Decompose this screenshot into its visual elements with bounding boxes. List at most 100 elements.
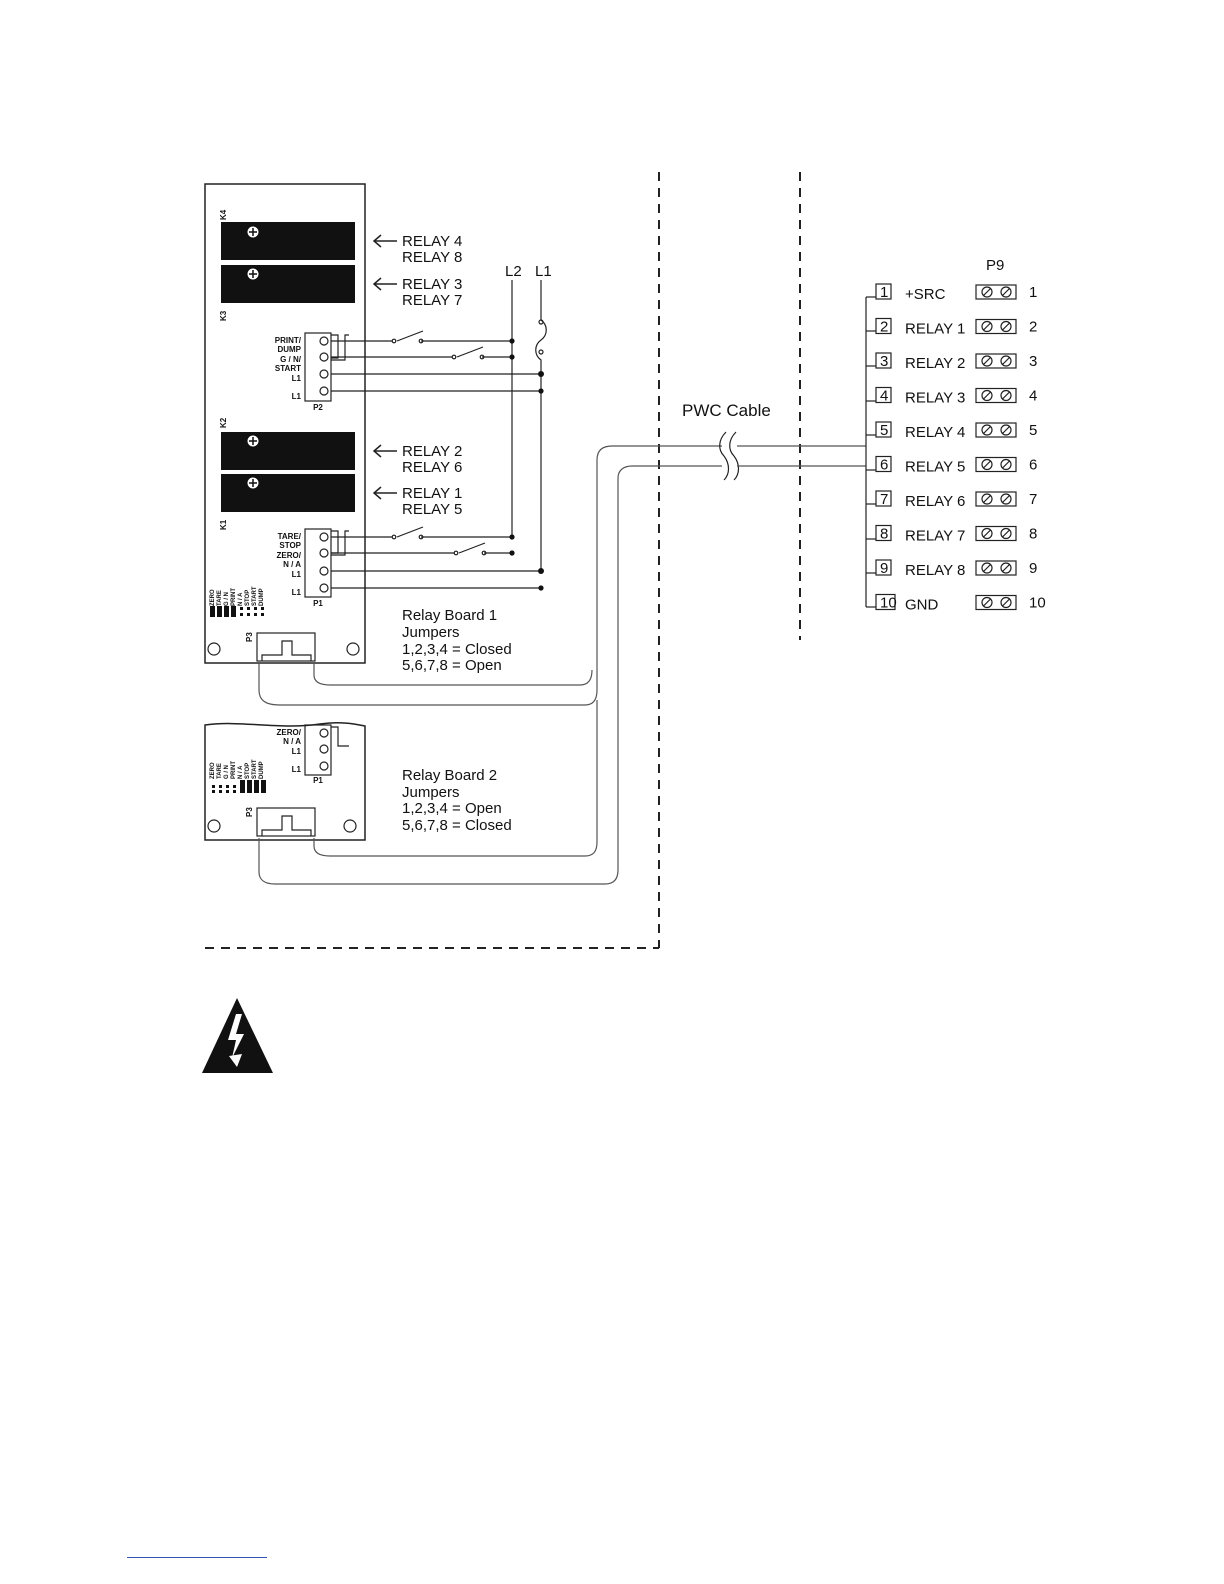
- jumper-block: [210, 606, 264, 617]
- svg-text:ZERO: ZERO: [210, 589, 216, 606]
- terminal-label: GND: [905, 597, 939, 614]
- screw-icon: [981, 286, 993, 298]
- p1-pin-label: N / A: [283, 560, 301, 569]
- svg-text:ZERO: ZERO: [210, 762, 216, 779]
- terminal-number: 4: [880, 388, 888, 405]
- power-line-label: L1: [535, 263, 552, 280]
- terminal-label: RELAY 1: [905, 321, 965, 338]
- screw-icon: [981, 562, 993, 574]
- svg-text:STOP: STOP: [245, 763, 251, 779]
- svg-text:PRINT: PRINT: [231, 761, 237, 779]
- relay-screw-icons: [247, 226, 259, 489]
- screw-icon: [1000, 527, 1012, 540]
- screw-terminal-icon: [975, 353, 1017, 369]
- svg-text:TARE: TARE: [217, 763, 223, 779]
- relay-board-2-caption: Relay Board 2 Jumpers 1,2,3,4 = Open 5,6…: [402, 767, 512, 834]
- screw-icon: [1000, 562, 1012, 574]
- screw-icon: [1000, 389, 1012, 402]
- p2-connector: [304, 332, 332, 402]
- p1-pin-label: STOP: [279, 541, 301, 550]
- fuse-symbol: [535, 280, 547, 573]
- p1-pin-label: L1: [292, 570, 302, 579]
- p2-pin-label: L1: [292, 374, 302, 383]
- terminal-number-box: [875, 283, 892, 300]
- terminal-label: RELAY 3: [905, 390, 965, 407]
- terminal-row: 4 RELAY 3 4: [875, 386, 1037, 407]
- relay-id-k4: K4: [219, 209, 228, 220]
- terminal-number: 6: [880, 457, 888, 474]
- mounting-hole: [343, 819, 357, 833]
- p2-connector-name: P2: [313, 403, 323, 412]
- p1-pin-label: ZERO/: [277, 551, 302, 560]
- relay-label: RELAY 2: [402, 443, 462, 460]
- terminal-number-box: [875, 490, 892, 507]
- screw-icon: [1000, 493, 1012, 505]
- terminal-label: RELAY 4: [905, 424, 965, 441]
- screw-icon: [1000, 286, 1012, 298]
- screw-terminal-icon: [975, 525, 1017, 542]
- relay-label: RELAY 3: [402, 276, 462, 293]
- p1-pin-label: ZERO/: [277, 728, 302, 737]
- terminal-pin-number: 2: [1029, 319, 1037, 336]
- terminal-pin-number: 4: [1029, 388, 1037, 405]
- relay-label: RELAY 7: [402, 292, 462, 309]
- screw-icon: [981, 458, 993, 471]
- screw-terminal-icon: [975, 318, 1017, 335]
- terminal-label: RELAY 2: [905, 355, 965, 372]
- terminal-number: 9: [880, 560, 888, 577]
- svg-text:G / N: G / N: [224, 592, 230, 606]
- relay-board-2: ZERO/ N / A L1 L1 P1 ZERO TARE G / N PRI…: [204, 722, 366, 841]
- p1-pin-label: L1: [292, 765, 302, 774]
- svg-text:TARE: TARE: [217, 590, 223, 606]
- p1-pin-label: N / A: [283, 737, 301, 746]
- svg-text:N / A: N / A: [238, 592, 244, 606]
- relay-label: RELAY 8: [402, 249, 462, 266]
- screw-icon: [981, 527, 993, 540]
- svg-text:STOP: STOP: [245, 590, 251, 606]
- terminal-pin-number: 3: [1029, 353, 1037, 370]
- terminal-block-p9: P9: [865, 257, 1004, 608]
- screw-icon: [1000, 320, 1012, 333]
- svg-text:Jumpers: Jumpers: [402, 784, 460, 801]
- svg-text:1,2,3,4 = Closed: 1,2,3,4 = Closed: [402, 641, 512, 658]
- relay-board-1-caption: Relay Board 1 Jumpers 1,2,3,4 = Closed 5…: [402, 607, 512, 674]
- terminal-pin-number: 6: [1029, 457, 1037, 474]
- terminal-number: 2: [880, 319, 888, 336]
- screw-terminal-icon: [975, 387, 1017, 404]
- screw-icon: [1000, 458, 1012, 471]
- relay-board-1: K4 K3 K2 K1 PRINT/ DUMP G / N/ START L1 …: [204, 183, 366, 664]
- terminal-pin-number: 1: [1029, 284, 1037, 301]
- jumper-labels: ZERO TARE G / N PRINT N / A STOP START D…: [210, 759, 265, 779]
- p3-connector: [256, 807, 316, 837]
- svg-text:5,6,7,8 = Closed: 5,6,7,8 = Closed: [402, 817, 512, 834]
- svg-text:5,6,7,8 = Open: 5,6,7,8 = Open: [402, 657, 502, 674]
- svg-text:DUMP: DUMP: [259, 588, 265, 606]
- screw-terminal-icon: [975, 560, 1017, 576]
- relay-label: RELAY 5: [402, 501, 462, 518]
- mounting-hole: [346, 642, 360, 656]
- terminal-label: RELAY 7: [905, 528, 965, 545]
- terminal-pin-number: 9: [1029, 560, 1037, 577]
- terminal-label: RELAY 8: [905, 562, 965, 579]
- svg-text:N / A: N / A: [238, 765, 244, 779]
- svg-text:START: START: [252, 586, 258, 606]
- terminal-pin-number: 8: [1029, 526, 1037, 543]
- terminal-number-box: [875, 317, 892, 335]
- svg-text:DUMP: DUMP: [259, 761, 265, 779]
- svg-text:1,2,3,4 = Open: 1,2,3,4 = Open: [402, 800, 502, 817]
- p2-pin-label: START: [275, 364, 301, 373]
- power-wiring: L2 L1: [331, 263, 552, 591]
- p1-connector-name: P1: [313, 776, 323, 785]
- relay-id-k1: K1: [219, 519, 228, 530]
- terminal-pin-number: 10: [1029, 595, 1046, 612]
- screw-terminal-icon: [975, 491, 1017, 507]
- p1-connector-board-2: [304, 724, 332, 776]
- screw-terminal-icon: [975, 594, 1017, 611]
- cable-label: PWC Cable: [682, 401, 771, 420]
